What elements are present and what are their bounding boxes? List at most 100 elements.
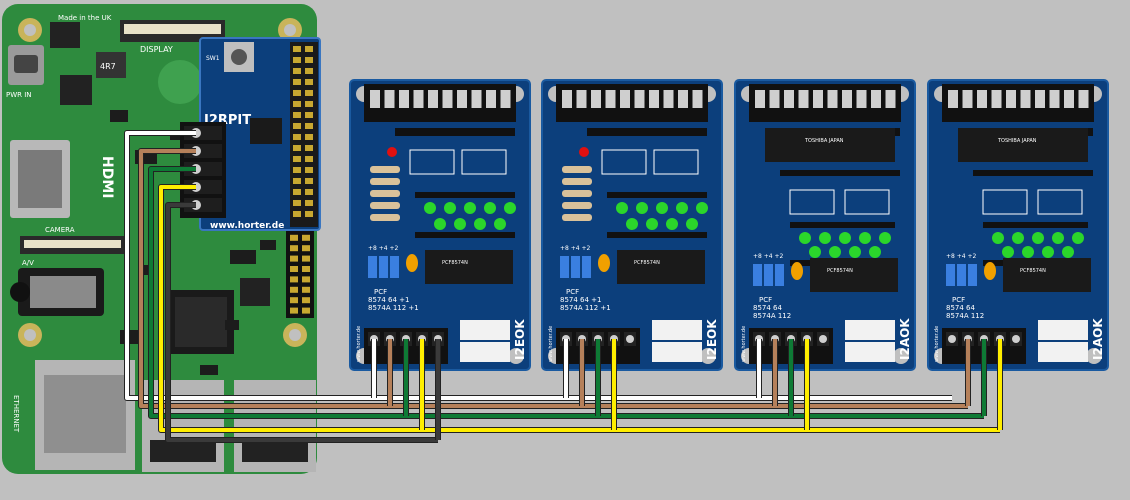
- smd-part: [140, 265, 154, 275]
- pwr-label: PWR IN: [6, 91, 32, 99]
- terminal-screw: [562, 90, 572, 108]
- terminal-screw: [769, 90, 780, 108]
- led-green: [819, 232, 831, 244]
- white-connector: [460, 342, 510, 362]
- terminal-screw: [591, 90, 601, 108]
- led-green: [859, 232, 871, 244]
- capacitor: [406, 254, 418, 272]
- raspberry-logo: [158, 60, 202, 104]
- pcf-address-label: 8574A 112: [946, 312, 984, 320]
- header-pin: [293, 189, 301, 195]
- header-pin: [305, 123, 313, 129]
- status-led: [387, 147, 397, 157]
- optocoupler: [409, 149, 455, 175]
- display-label: DISPLAY: [140, 45, 173, 54]
- gpio-pin: [302, 255, 310, 262]
- optocoupler: [789, 189, 835, 215]
- wire: [149, 167, 984, 418]
- module-label: I2AOK: [1091, 318, 1105, 360]
- pcf-label: PCF: [759, 296, 772, 304]
- header-pin: [305, 178, 313, 184]
- header-pin: [293, 134, 301, 140]
- driver-chip: [765, 128, 895, 162]
- led-green: [696, 202, 708, 214]
- led-green: [1072, 232, 1084, 244]
- led-green: [616, 202, 628, 214]
- terminal-screw: [370, 90, 380, 108]
- slot: [780, 170, 900, 176]
- resistor: [562, 202, 592, 209]
- module-label: I2EOK: [513, 319, 527, 360]
- slot: [607, 232, 707, 238]
- resistor: [370, 178, 400, 185]
- gpio-pin: [302, 276, 310, 283]
- smd-part: [225, 320, 239, 330]
- header-pin: [305, 101, 313, 107]
- header-pin: [293, 145, 301, 151]
- pi-made-in: Made in the UK: [58, 14, 112, 22]
- bus-terminal-screw: [626, 335, 634, 343]
- bus-terminal-screw: [948, 335, 956, 343]
- led-green: [1062, 246, 1074, 258]
- pcf-address-label: 8574 64 +1: [368, 296, 410, 304]
- led-green: [454, 218, 466, 230]
- display-connector-inner: [124, 24, 221, 34]
- led-green: [444, 202, 456, 214]
- mount-hole: [893, 348, 909, 364]
- mount-hole: [289, 329, 301, 341]
- header-pin: [305, 156, 313, 162]
- camera-label: CAMERA: [45, 226, 75, 234]
- terminal-screw: [471, 90, 482, 108]
- smd-part: [260, 240, 276, 250]
- led-green: [626, 218, 638, 230]
- pcf-address-label: 8574 64: [753, 304, 782, 312]
- adapter-header-pins: [293, 46, 313, 217]
- terminal-screw: [605, 90, 616, 108]
- heatsink-fin: [175, 297, 227, 347]
- pcf-chip: [1003, 258, 1091, 292]
- terminal-screw: [842, 90, 852, 108]
- optocoupler: [461, 149, 507, 175]
- resistor: [370, 166, 400, 173]
- header-pin: [293, 101, 301, 107]
- led-green: [656, 202, 668, 214]
- jumper: [775, 264, 784, 286]
- jumper: [753, 264, 762, 286]
- terminal-screw: [692, 90, 703, 108]
- resistor: [370, 202, 400, 209]
- mount-hole: [508, 348, 524, 364]
- optocoupler: [982, 189, 1028, 215]
- mount-hole: [24, 24, 36, 36]
- white-connector: [652, 342, 702, 362]
- led-green: [1022, 246, 1034, 258]
- jumper-header-label: +8 +4 +2: [753, 253, 784, 260]
- optocoupler: [653, 149, 699, 175]
- led-green: [484, 202, 496, 214]
- gpio-pin: [290, 276, 298, 283]
- pcf-chip-label: PCF8574N: [442, 260, 468, 266]
- usb-hub-chip: [240, 278, 270, 306]
- white-connector: [460, 320, 510, 340]
- terminal-screw: [634, 90, 645, 108]
- adapter-url: www.horter.de: [210, 221, 284, 231]
- ethernet-opening: [44, 375, 126, 453]
- resistor: [562, 166, 592, 173]
- gpio-pin: [290, 286, 298, 293]
- slot: [983, 222, 1088, 228]
- resistor: [562, 214, 592, 221]
- header-pin: [293, 211, 301, 217]
- wires: [124, 130, 1003, 443]
- header-pin: [293, 200, 301, 206]
- inductor: [96, 52, 126, 78]
- led-green: [799, 232, 811, 244]
- pcf-chip: [425, 250, 513, 284]
- header-pin: [305, 112, 313, 118]
- i2rpit-adapter: SW1 I2RPIT www.horter.de: [180, 37, 321, 231]
- led-green: [676, 202, 688, 214]
- hdmi-label: HDMI: [99, 156, 115, 198]
- terminal-screw: [1006, 90, 1016, 108]
- led-green: [849, 246, 861, 258]
- resistor: [562, 190, 592, 197]
- optocoupler: [601, 149, 647, 175]
